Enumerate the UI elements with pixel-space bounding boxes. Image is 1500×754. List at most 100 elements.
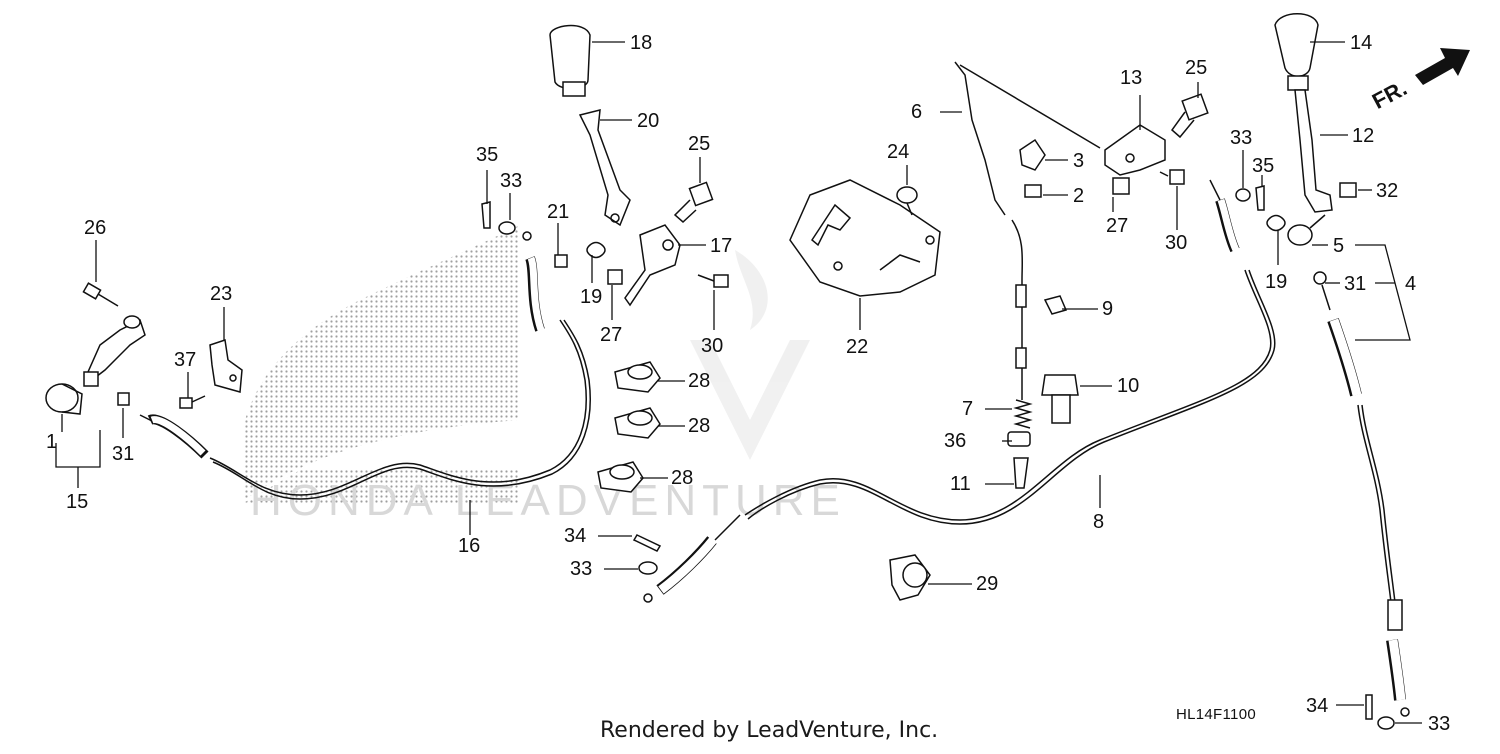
part-25-pin-left	[673, 181, 714, 224]
diagram-reference-code: HL14F1100	[1176, 706, 1256, 723]
callout-33: 33	[1230, 127, 1253, 149]
part-18-knob	[549, 24, 591, 97]
part-30-bolt-right	[1159, 169, 1185, 185]
callout-2: 2	[1073, 185, 1085, 207]
callout-11: 11	[950, 473, 971, 495]
callout-24: 24	[887, 141, 910, 163]
part-13-bracket	[1104, 124, 1166, 176]
part-31-nut	[117, 392, 130, 406]
callout-29: 29	[976, 573, 999, 595]
part-31-nut-right	[1313, 271, 1327, 285]
part-24-fastener	[896, 186, 918, 216]
callout-28: 28	[688, 370, 711, 392]
wing-watermark	[240, 225, 520, 505]
leadventure-watermark	[690, 250, 810, 460]
callout-16: 16	[458, 535, 481, 557]
part-17-arm	[624, 224, 681, 307]
part-5-joint	[1287, 214, 1326, 246]
callout-15: 15	[66, 491, 89, 513]
part-33-washer-lower	[638, 561, 658, 575]
callout-21: 21	[547, 201, 570, 223]
callout-35: 35	[476, 144, 499, 166]
callout-4: 4	[1405, 273, 1417, 295]
callout-9: 9	[1102, 298, 1114, 320]
part-32-nut	[1339, 182, 1357, 198]
callout-27: 27	[600, 324, 623, 346]
callout-37: 37	[174, 349, 197, 371]
part-27-nut-right	[1112, 177, 1130, 195]
callout-26: 26	[84, 217, 107, 239]
callout-14: 14	[1350, 32, 1373, 54]
part-6-cable	[954, 61, 1027, 400]
part-26-bolt	[82, 282, 119, 307]
callout-13: 13	[1120, 67, 1143, 89]
part-21-nut	[554, 254, 568, 268]
callout-19: 19	[1265, 271, 1288, 293]
watermark-text: HONDA LEADVENTURE	[250, 476, 846, 525]
part-33-washer-left	[498, 221, 516, 235]
callout-32: 32	[1376, 180, 1399, 202]
part-3-holder	[1019, 138, 1046, 171]
part-29-clamp	[889, 554, 931, 601]
callout-23: 23	[210, 283, 233, 305]
part-34-pin-lower	[632, 534, 662, 552]
part-19-spring-left	[586, 241, 606, 259]
callout-8: 8	[1093, 511, 1105, 533]
callout-7: 7	[962, 398, 974, 420]
part-33-washer-bottom	[1377, 716, 1395, 730]
part-30-bolt-left	[697, 274, 729, 288]
callout-30: 30	[701, 335, 724, 357]
part-20-lever	[578, 109, 631, 227]
callout-34: 34	[564, 525, 587, 547]
part-10-grommet	[1041, 374, 1079, 424]
front-direction-arrow	[1415, 48, 1470, 85]
callout-20: 20	[637, 110, 660, 132]
part-34-pin-right	[1365, 694, 1373, 720]
callout-25: 25	[1185, 57, 1208, 79]
part-35-pin-left	[481, 201, 491, 229]
part-14-knob	[1274, 13, 1319, 91]
leader-lines	[55, 41, 1422, 724]
callout-18: 18	[630, 32, 653, 54]
part-9-clip	[1043, 295, 1068, 315]
part-11-sleeve	[1013, 457, 1029, 489]
callout-28: 28	[688, 415, 711, 437]
part-7-spring	[1013, 399, 1033, 429]
part-22-cover	[789, 179, 941, 297]
part-37-bolt	[179, 395, 206, 409]
lever-bracket	[83, 315, 146, 387]
part-36-collar	[1007, 431, 1031, 447]
render-credit: Rendered by LeadVenture, Inc.	[600, 718, 939, 743]
callout-33: 33	[570, 558, 593, 580]
callout-3: 3	[1073, 150, 1085, 172]
callout-34: 34	[1306, 695, 1329, 717]
part-1-knob	[45, 383, 83, 415]
cable-4	[1321, 284, 1410, 717]
callout-12: 12	[1352, 125, 1375, 147]
callout-31: 31	[1344, 273, 1367, 295]
callout-6: 6	[911, 101, 923, 123]
cable-8	[643, 179, 1276, 603]
part-27-nut-left	[607, 269, 623, 285]
cable-16	[139, 231, 591, 500]
callout-27: 27	[1106, 215, 1129, 237]
part-drawings	[45, 13, 1410, 730]
callout-31: 31	[112, 443, 135, 465]
part-12-lever	[1294, 89, 1333, 213]
callout-28: 28	[671, 467, 694, 489]
callout-25: 25	[688, 133, 711, 155]
part-2-clip	[1024, 184, 1042, 198]
callout-30: 30	[1165, 232, 1188, 254]
leader-13-to-6	[959, 64, 1101, 149]
callout-33: 33	[500, 170, 523, 192]
callout-5: 5	[1333, 235, 1345, 257]
callout-33: 33	[1428, 713, 1451, 735]
part-35-pin-right	[1255, 185, 1265, 211]
callout-10: 10	[1117, 375, 1140, 397]
part-28-clamp-1	[614, 361, 661, 393]
callout-1: 1	[46, 431, 58, 453]
part-28-clamp-3	[597, 461, 644, 493]
part-25-pin-right	[1170, 93, 1209, 139]
